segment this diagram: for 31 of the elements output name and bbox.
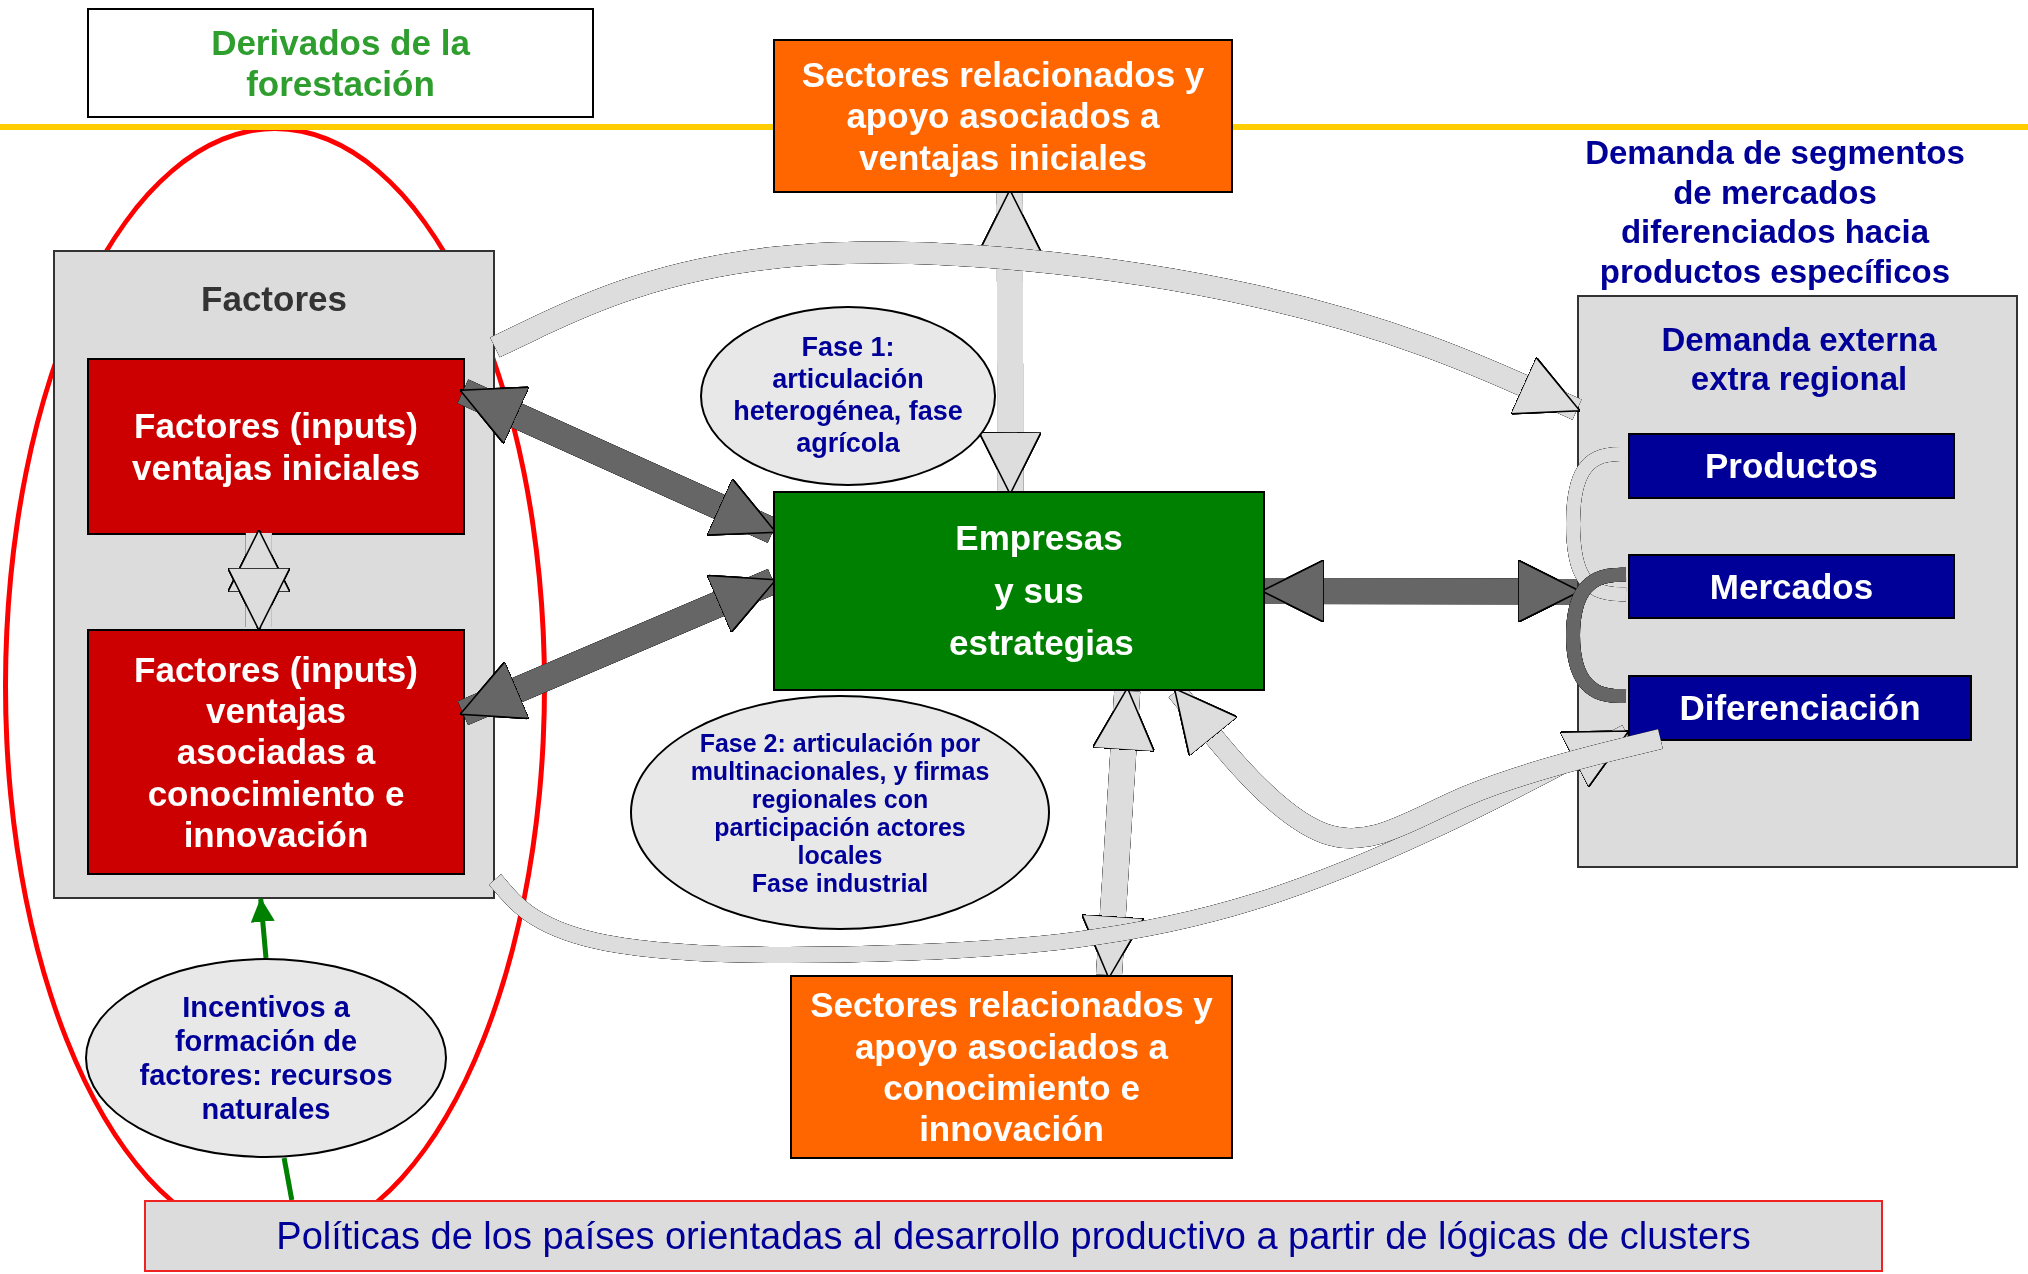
- heading-text: Demanda de segmentos de mercados diferenciados hacia productos específicos: [1584, 133, 1966, 292]
- process-box: [790, 975, 1233, 1159]
- label-text: Incentivos a formación de factores: recursos naturales: [138, 989, 394, 1127]
- label-text: Derivados de la forestación: [210, 21, 472, 105]
- process-box: [773, 491, 1265, 691]
- group-panel: [53, 250, 495, 899]
- label-text: Mercados: [1709, 565, 1874, 608]
- category-box: [1628, 554, 1955, 619]
- heading-text: Factores: [200, 278, 348, 320]
- category-box: [1628, 675, 1972, 741]
- label-text: Fase industrial: [751, 868, 929, 897]
- title-box: [87, 8, 594, 118]
- label-text: Productos: [1704, 445, 1879, 487]
- label-text: Fase 1: articulación heterogénea, fase agrícola: [732, 332, 964, 460]
- label-text: Factores (inputs) ventajas asociadas a conocimiento e innovación: [133, 648, 419, 856]
- policy-bar: [144, 1200, 1883, 1272]
- category-box: [1628, 433, 1955, 499]
- connector-line: [281, 1157, 295, 1201]
- label-text: Fase 2: articulación por multinacionales, y firmas regionales con participación actores locales: [689, 728, 991, 869]
- label-text: Demanda externa extra regional: [1660, 321, 1938, 399]
- factor-box: [87, 358, 465, 535]
- arrow: [250, 897, 275, 959]
- process-box: [773, 39, 1233, 193]
- label-text: Políticas de los países orientadas al desarrollo productivo a partir de lógicas de clusters: [276, 1213, 1751, 1259]
- label-text: Factores (inputs) ventajas iniciales: [131, 405, 421, 488]
- block-arrow: [227, 529, 291, 631]
- label-text: Sectores relacionados y apoyo asociados a conocimiento e innovación: [809, 984, 1214, 1150]
- label-text: Sectores relacionados y apoyo asociados a ventajas iniciales: [800, 54, 1206, 178]
- label-text: Diferenciación: [1679, 687, 1921, 729]
- factor-box: [87, 629, 465, 875]
- connector-loop: [1566, 567, 1628, 704]
